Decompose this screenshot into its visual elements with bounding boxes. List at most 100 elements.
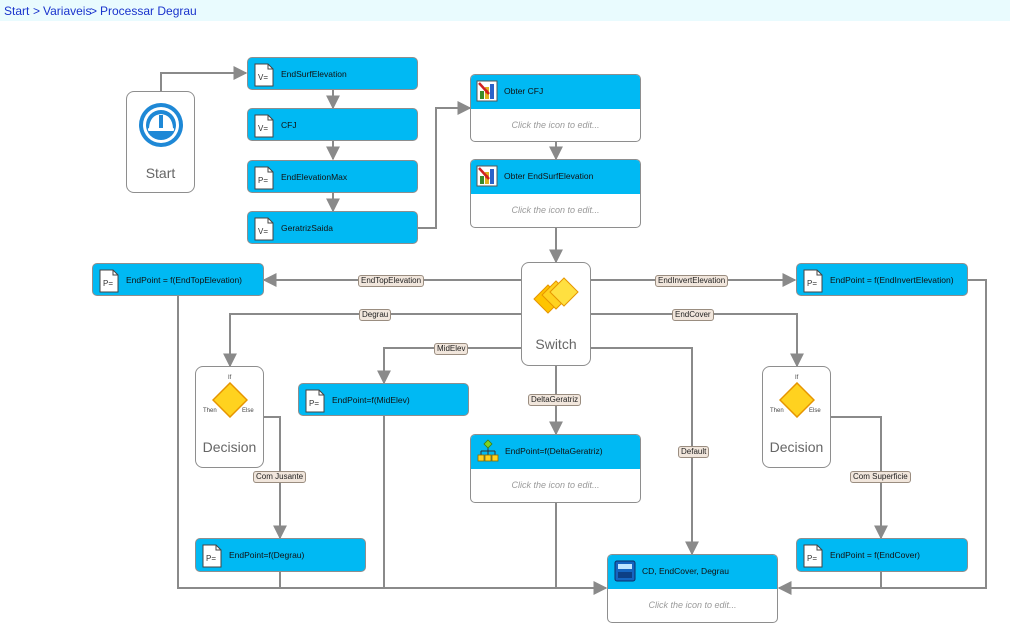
switch-node[interactable]: Switch	[521, 262, 591, 366]
breadcrumb-processar-degrau[interactable]: Processar Degrau	[100, 4, 197, 18]
edge-label-com-superficie: Com Superficie	[850, 471, 911, 483]
edge-switch-default	[590, 347, 699, 556]
document-icon	[254, 217, 274, 241]
icon-text: P=	[807, 279, 818, 288]
node-label: EndElevationMax	[281, 172, 348, 182]
decision-else-label: Else	[809, 408, 821, 414]
start-caption: Start	[145, 165, 176, 181]
edit-hint: Click the icon to edit...	[511, 205, 600, 215]
node-label: GeratrizSaida	[281, 223, 333, 233]
node-label: Obter CFJ	[504, 86, 544, 96]
edge-switch-midelev	[377, 347, 521, 385]
edge-label-degrau: Degrau	[359, 309, 392, 321]
node-label: EndPoint = f(EndTopElevation)	[126, 275, 243, 285]
var-node-endsurfelevation[interactable]: V= EndSurfElevation	[247, 57, 418, 90]
document-icon	[254, 166, 274, 190]
endpoint-node-endtopelevation[interactable]: P= EndPoint = f(EndTopElevation)	[92, 263, 264, 296]
decision-node-left[interactable]: If Then Else Decision	[195, 366, 264, 468]
node-label: EndSurfElevation	[281, 69, 347, 79]
node-label: EndPoint=f(DeltaGeratriz)	[505, 446, 603, 456]
decision-caption: Decision	[202, 439, 257, 455]
var-node-cfj[interactable]: V= CFJ	[247, 108, 418, 141]
chart-tool-icon[interactable]	[476, 165, 498, 187]
decision-then-label: Then	[770, 408, 784, 414]
breadcrumb: Start > Variaveis > Processar Degrau	[0, 0, 1010, 21]
endpoint-node-midelev[interactable]: P= EndPoint=f(MidElev)	[298, 383, 469, 416]
document-icon	[254, 114, 274, 138]
node-label: EndPoint=f(MidElev)	[332, 395, 410, 405]
decision-then-label: Then	[203, 408, 217, 414]
node-label: EndPoint = f(EndInvertElevation)	[830, 275, 954, 285]
endpoint-node-deltageratriz[interactable]: EndPoint=f(DeltaGeratriz) Click the icon…	[470, 434, 641, 503]
node-label: CD, EndCover, Degrau	[642, 566, 729, 576]
edit-hint: Click the icon to edit...	[511, 120, 600, 130]
edge-start-endsurf	[160, 66, 248, 91]
edge-label-com-jusante: Com Jusante	[253, 471, 307, 483]
icon-text: P=	[103, 279, 114, 288]
edge-label-deltageratriz: DeltaGeratriz	[528, 394, 582, 406]
node-header	[608, 555, 777, 589]
icon-text: V=	[258, 227, 269, 236]
icon-text: P=	[258, 176, 269, 185]
endpoint-node-endinvertelevation[interactable]: P= EndPoint = f(EndInvertElevation)	[796, 263, 968, 296]
breadcrumb-variaveis[interactable]: Variaveis	[43, 4, 92, 18]
document-icon	[202, 544, 222, 568]
edge-switch-decisionright	[590, 313, 804, 368]
node-label: EndPoint=f(Degrau)	[229, 550, 305, 560]
edge-label-midelev: MidElev	[434, 343, 469, 355]
edge-switch-decisionleft	[223, 313, 521, 368]
breadcrumb-separator: >	[33, 4, 41, 18]
node-label: CFJ	[281, 120, 297, 130]
icon-text: P=	[807, 554, 818, 563]
decision-node-right[interactable]: If Then Else Decision	[762, 366, 831, 468]
decision-diamond-icon	[779, 382, 815, 418]
endpoint-node-degrau[interactable]: P= EndPoint=f(Degrau)	[195, 538, 366, 572]
decision-caption: Decision	[769, 439, 824, 455]
chart-tool-icon[interactable]	[476, 80, 498, 102]
edge-endtop-final	[177, 296, 608, 595]
edit-hint: Click the icon to edit...	[648, 600, 737, 610]
helmet-icon	[139, 103, 183, 147]
document-icon	[803, 544, 823, 568]
edge-label-endtopelevation: EndTopElevation	[358, 275, 425, 287]
breadcrumb-separator: >	[90, 4, 98, 18]
edge-decisionleft-degrau	[264, 416, 287, 540]
switch-caption: Switch	[535, 336, 577, 352]
document-icon	[803, 269, 823, 293]
edge-decisionright-endcover	[831, 416, 888, 540]
document-icon	[305, 389, 325, 413]
decision-if-label: If	[228, 375, 232, 381]
icon-text: V=	[258, 73, 269, 82]
var-node-geratrizsaida[interactable]: V= GeratrizSaida	[247, 211, 418, 244]
edit-hint: Click the icon to edit...	[511, 480, 600, 490]
node-label: Obter EndSurfElevation	[504, 171, 594, 181]
edge-label-endcover: EndCover	[672, 309, 714, 321]
decision-else-label: Else	[242, 408, 254, 414]
icon-text: P=	[206, 554, 217, 563]
edge-label-endinvertelevation: EndInvertElevation	[655, 275, 729, 287]
edge-geratriz-obtercfj	[418, 101, 472, 229]
document-icon	[99, 269, 119, 293]
action-node-obter-cfj[interactable]: Obter CFJ Click the icon to edit...	[470, 74, 641, 142]
decision-if-label: If	[795, 375, 799, 381]
calculator-icon[interactable]	[614, 560, 636, 582]
edge-endinvert-final	[777, 279, 987, 595]
endpoint-node-endcover[interactable]: P= EndPoint = f(EndCover)	[796, 538, 968, 572]
icon-text: P=	[309, 399, 320, 408]
node-label: EndPoint = f(EndCover)	[830, 550, 921, 560]
edge-label-default: Default	[678, 446, 710, 458]
node-header	[471, 435, 640, 469]
document-icon	[254, 63, 274, 87]
start-node[interactable]: Start	[126, 91, 195, 193]
breadcrumb-start[interactable]: Start	[4, 4, 30, 18]
node-header	[471, 160, 640, 194]
var-node-endelevationmax[interactable]: P= EndElevationMax	[247, 160, 418, 193]
icon-text: V=	[258, 124, 269, 133]
action-node-obter-endsurfelevation[interactable]: Obter EndSurfElevation Click the icon to…	[470, 159, 641, 228]
node-header	[471, 75, 640, 109]
hierarchy-icon[interactable]	[476, 439, 500, 463]
decision-diamond-icon	[212, 382, 248, 418]
switch-diamonds-icon	[533, 277, 579, 314]
final-node-cd-endcover-degrau[interactable]: CD, EndCover, Degrau Click the icon to e…	[607, 554, 778, 623]
